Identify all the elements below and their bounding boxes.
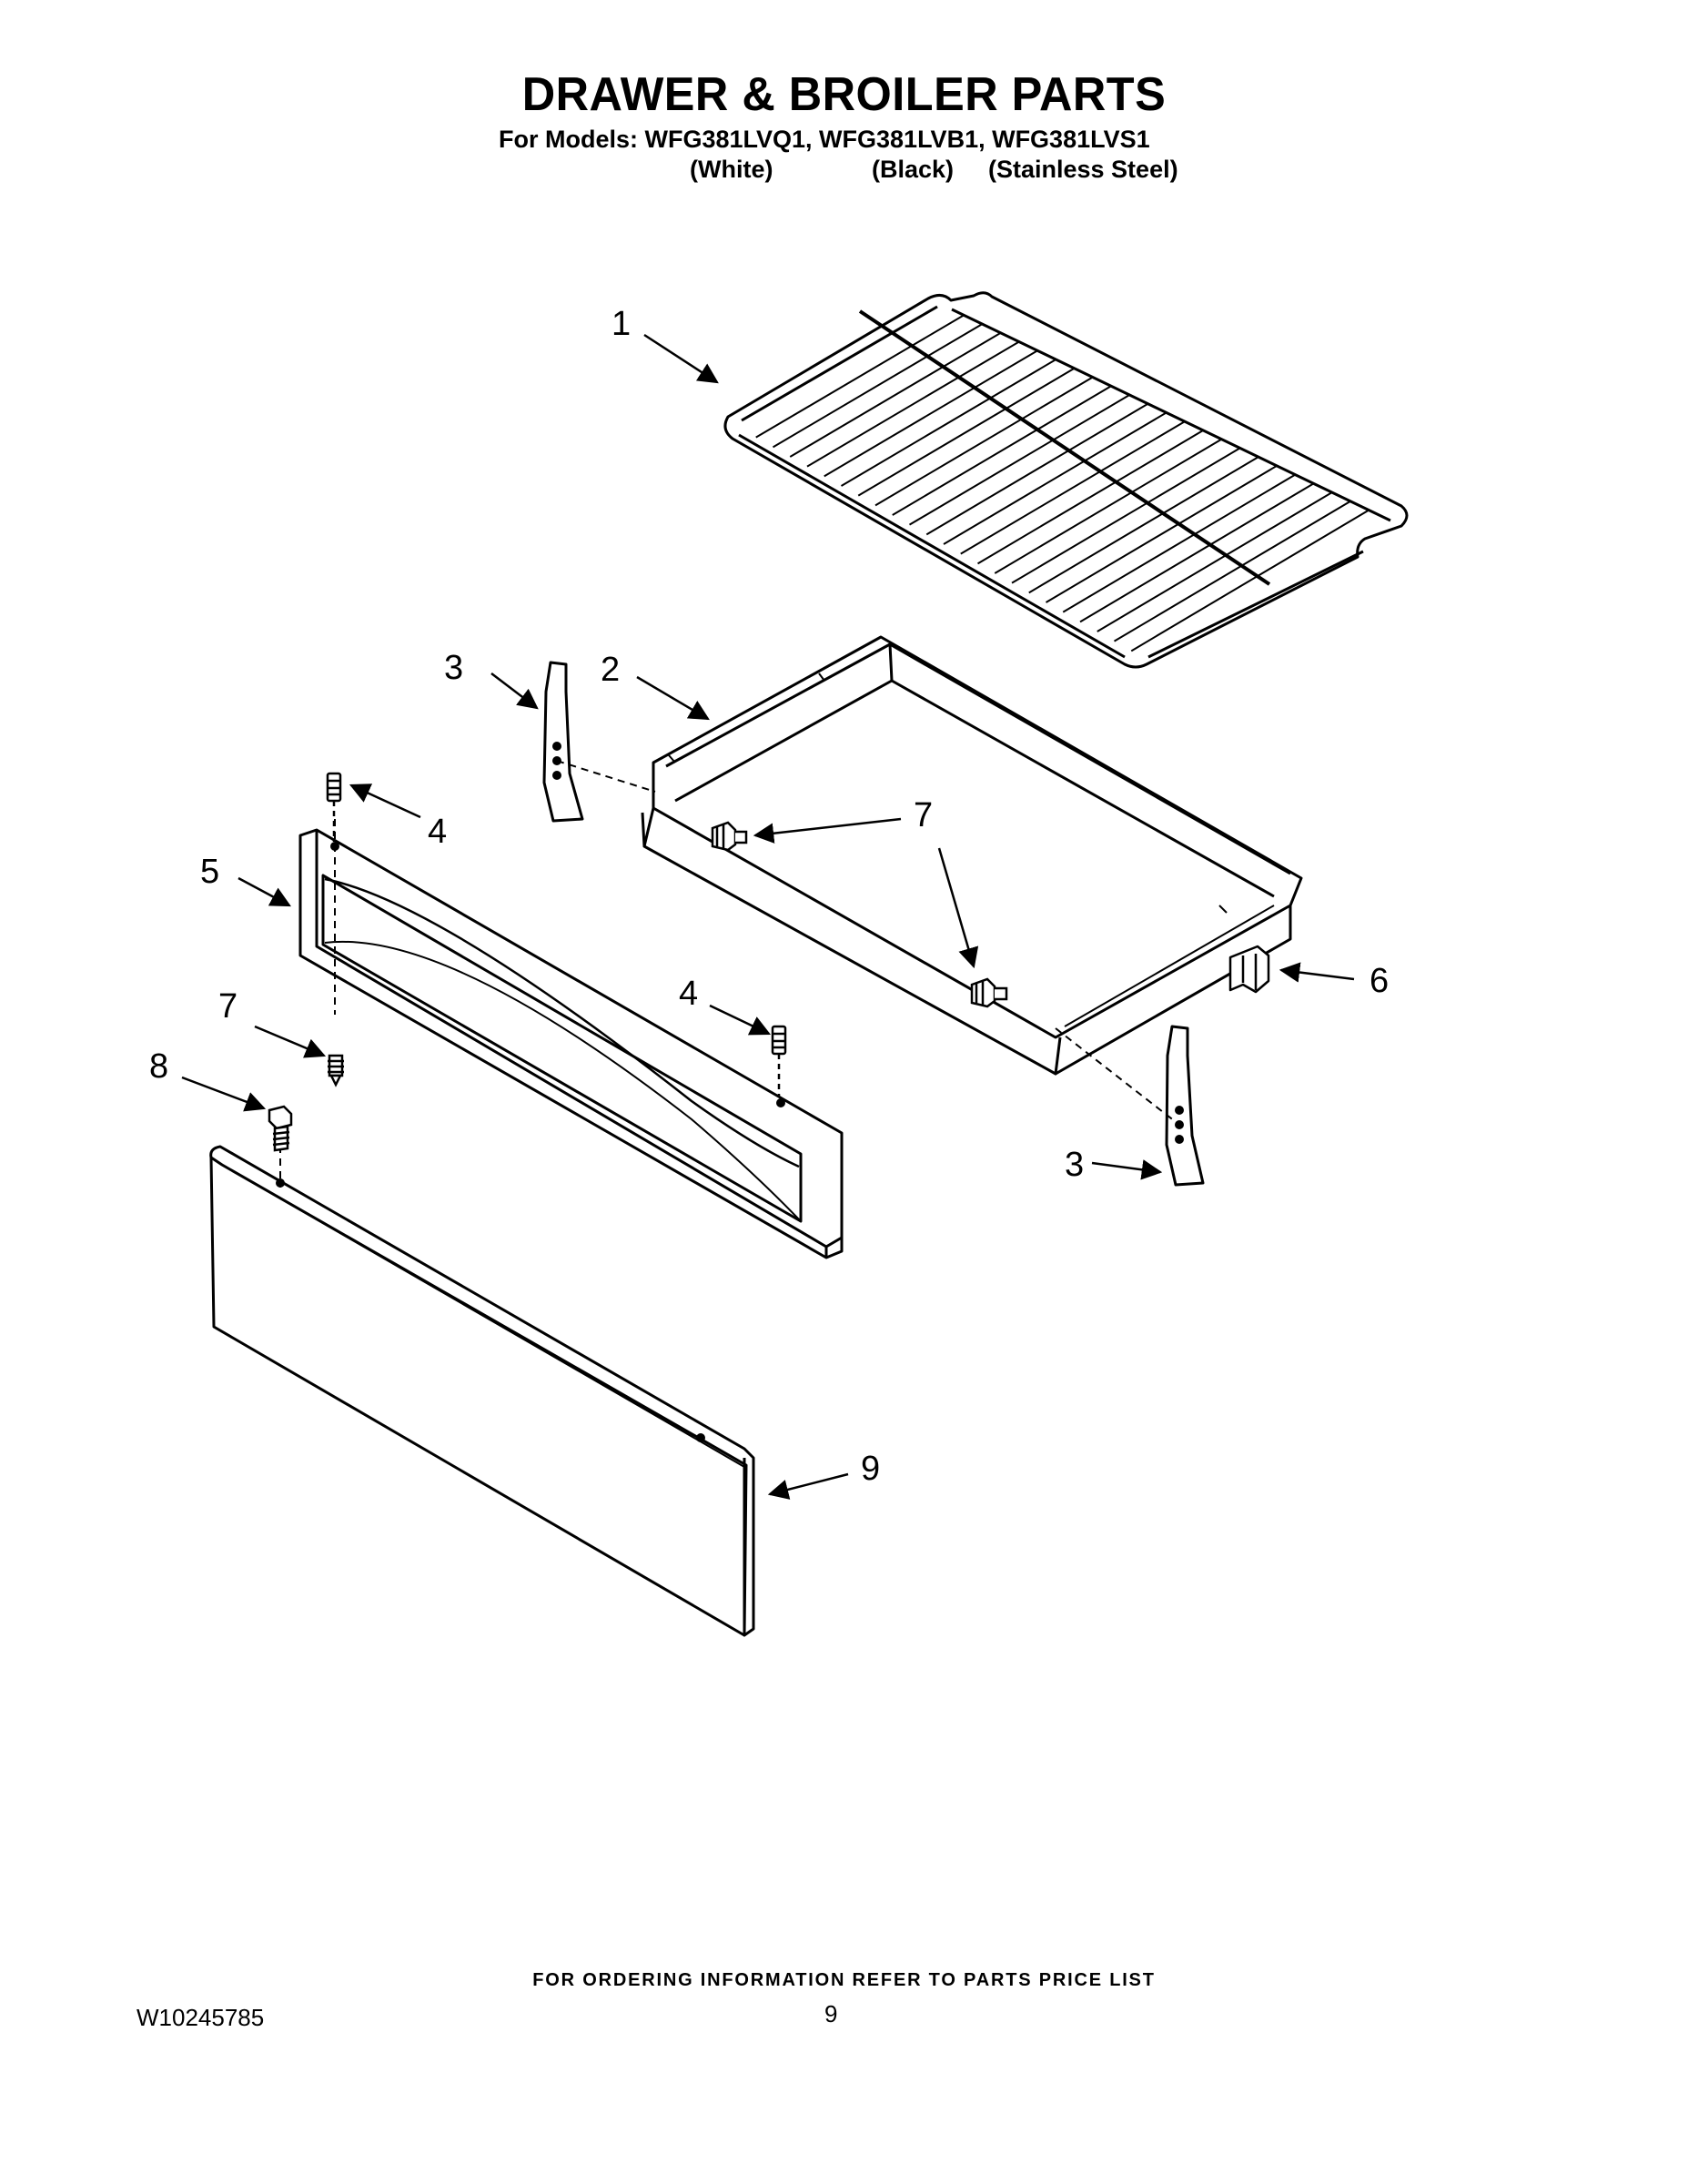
drawer-front-panel xyxy=(209,1145,755,1637)
broiler-drawer-pan xyxy=(641,635,1303,1076)
callout-3-left: 3 xyxy=(444,649,463,687)
rack-wire xyxy=(1062,473,1297,613)
rack-wire xyxy=(755,313,965,439)
rack-wire xyxy=(976,429,1205,565)
rack-wire xyxy=(994,438,1223,574)
leader-7b xyxy=(937,847,979,969)
rack-wire xyxy=(892,384,1113,516)
leader-8 xyxy=(181,1076,267,1112)
callout-4-lower: 4 xyxy=(679,975,698,1013)
rack-wire xyxy=(1011,447,1241,584)
drawer-inner-panel xyxy=(298,828,844,1259)
drawer-clip xyxy=(1228,945,1270,994)
rack-wire xyxy=(806,340,1021,468)
leader-6 xyxy=(1279,962,1355,983)
leader-3a xyxy=(490,672,539,710)
drawer-slide-right xyxy=(1165,1025,1205,1187)
leader-9 xyxy=(767,1472,849,1500)
callout-2: 2 xyxy=(601,651,620,689)
page-number: 9 xyxy=(824,2000,838,2027)
rack-wire xyxy=(1097,490,1333,632)
callout-3-right: 3 xyxy=(1065,1146,1084,1184)
rack-wire xyxy=(772,322,984,449)
leader-5 xyxy=(238,876,291,907)
rack-wire xyxy=(789,331,1003,458)
callout-7-upper: 7 xyxy=(914,796,933,834)
panel-screw xyxy=(328,1054,344,1087)
color-stainless: (Stainless Steel) xyxy=(988,156,1178,183)
rack-wire xyxy=(1028,455,1260,594)
rack-wire xyxy=(840,358,1057,487)
drawer-pin-upper xyxy=(326,772,342,842)
rack-wire xyxy=(960,420,1187,555)
leader-4a xyxy=(349,784,421,819)
callout-7-lower: 7 xyxy=(218,987,238,1026)
callout-4-upper: 4 xyxy=(428,813,447,851)
rack-wire xyxy=(1079,482,1315,623)
door-bolt xyxy=(268,1105,293,1152)
drawer-slide-left xyxy=(542,661,584,823)
rack-wires xyxy=(755,313,1370,652)
rack-wire xyxy=(824,349,1039,478)
ordering-note: FOR ORDERING INFORMATION REFER TO PARTS … xyxy=(532,1970,1156,1990)
callout-6: 6 xyxy=(1370,962,1389,1000)
leader-7a xyxy=(753,817,902,844)
leader-7c xyxy=(254,1025,327,1058)
leader-3b xyxy=(1091,1159,1163,1180)
drawer-screw-b xyxy=(970,977,1008,1008)
rack-wire xyxy=(908,393,1131,526)
callout-8: 8 xyxy=(149,1047,168,1086)
models-line: For Models: WFG381LVQ1, WFG381LVB1, WFG3… xyxy=(499,126,1150,153)
leader-1 xyxy=(643,333,719,384)
callout-5: 5 xyxy=(200,853,219,891)
rack-wire xyxy=(857,367,1076,497)
leader-2 xyxy=(636,675,710,721)
color-white: (White) xyxy=(690,156,773,183)
leader-arrows xyxy=(181,333,1355,1500)
callout-9: 9 xyxy=(861,1450,880,1488)
broiler-rack xyxy=(723,291,1409,669)
rack-wire xyxy=(1045,464,1279,603)
rack-wire xyxy=(874,376,1095,507)
callout-1: 1 xyxy=(612,305,631,343)
color-black: (Black) xyxy=(872,156,955,183)
rack-wire xyxy=(943,411,1168,545)
page-title: DRAWER & BROILER PARTS xyxy=(521,68,1167,121)
rack-wire xyxy=(1113,500,1352,642)
rack-wire xyxy=(925,402,1149,536)
leader-4b xyxy=(709,1004,772,1036)
drawer-screw-a xyxy=(711,821,748,852)
rack-wire xyxy=(1130,509,1370,652)
document-number: W10245785 xyxy=(136,2004,265,2031)
drawer-pin-lower xyxy=(771,1025,787,1097)
